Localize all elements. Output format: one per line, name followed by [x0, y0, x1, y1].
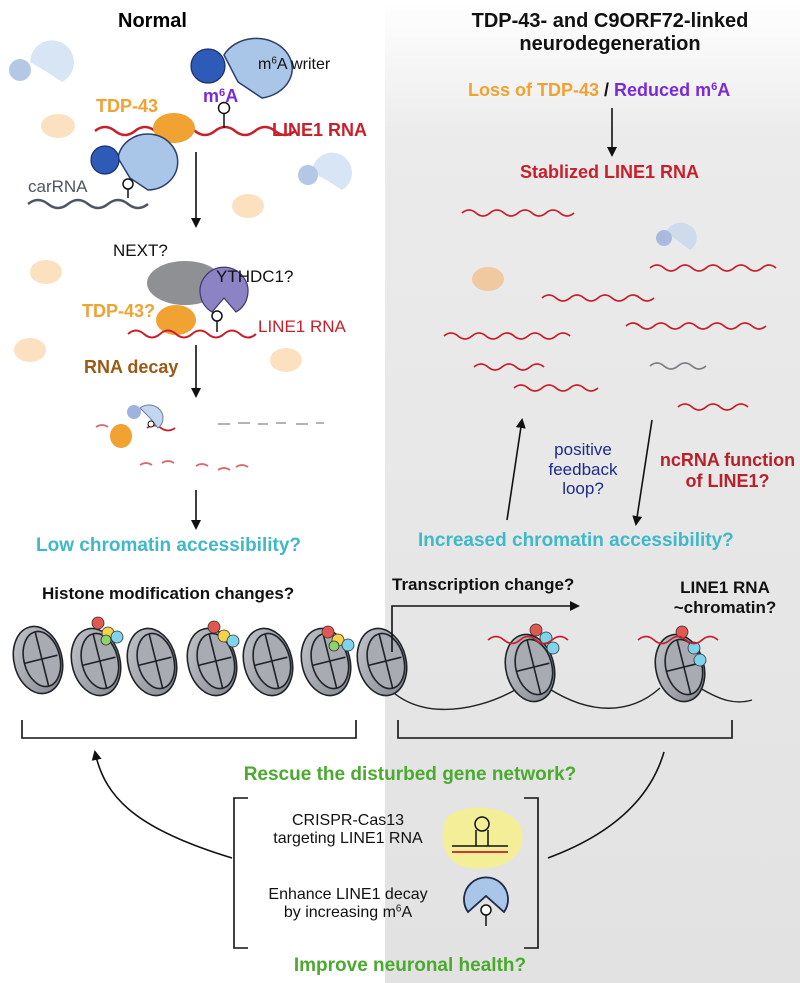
feedback-line1: positive [554, 440, 612, 459]
rna-decay-label: RNA decay [84, 357, 179, 377]
enhance-line2: by increasing m6A [246, 904, 450, 922]
disease-title-line2: neurodegeneration [519, 33, 701, 55]
crispr-cas13-icon [442, 807, 523, 869]
line1-chromatin-label: LINE1 RNA ~chromatin? [660, 578, 790, 617]
ncrna-function-label: ncRNA function of LINE1? [655, 450, 800, 491]
crispr-line1: CRISPR-Cas13 [291, 812, 405, 829]
transcription-change-label: Transcription change? [392, 575, 575, 594]
tdp43-label: TDP-43 [96, 96, 159, 116]
therapy-box-left-bracket [233, 797, 248, 949]
positive-feedback-label: positive feedback loop? [528, 440, 638, 499]
reduced-m6a-sup: 6 [711, 80, 718, 93]
rescue-label: Rescue the disturbed gene network? [243, 764, 577, 785]
line1-chromatin-line1: LINE1 RNA [680, 578, 770, 597]
histone-marks [91, 616, 707, 667]
enhance-line1: Enhance LINE1 decay [268, 886, 428, 903]
carrna-strand-right [649, 362, 707, 370]
arrow-ncrna-down [632, 419, 653, 526]
faded-writer-complex-right [298, 152, 352, 190]
line1-rna-strand-decay [127, 329, 257, 339]
m6a-writer-label: m6A writer [258, 56, 330, 74]
enhance-line2-sup: 6 [395, 903, 402, 915]
m6a-writer-prefix: m [258, 56, 272, 73]
line1-rna-strand-top [94, 125, 296, 137]
ythdc1-label: YTHDC1? [216, 267, 294, 286]
feedback-line2: feedback [548, 459, 618, 479]
curved-line-from-disease [547, 751, 665, 859]
faded-writer-complex-topleft [9, 40, 74, 82]
nucleosome [70, 627, 122, 697]
nucleosome [300, 627, 352, 697]
loss-of-tdp43: Loss of TDP-43 [468, 80, 600, 100]
right-chromatin-bracket [397, 720, 733, 739]
reduced-m6a: Reduced m6A [614, 80, 730, 100]
line1-rna-label: LINE1 RNA [272, 120, 368, 140]
enhance-line2-prefix: by increasing m [283, 904, 396, 922]
chromatin-bound-line1-rna [487, 635, 719, 645]
next-ythdc1-complex [147, 261, 249, 335]
reduced-m6a-prefix: Reduced m [614, 80, 712, 100]
tdp43-protein [153, 113, 195, 143]
slash-separator: / [599, 80, 615, 100]
enhance-line2-suffix: A [401, 904, 413, 922]
enhance-decay-label: Enhance LINE1 decay by increasing m6A [246, 886, 450, 923]
ncrna-line2: of LINE1? [685, 470, 770, 491]
transcription-arrow [391, 601, 580, 652]
arrow-feedback-up [506, 418, 526, 521]
crispr-label: CRISPR-Cas13 targeting LINE1 RNA [248, 812, 448, 849]
nucleosome [12, 625, 64, 695]
increased-accessibility-label: Increased chromatin accessibility? [418, 530, 734, 551]
ncrna-line1: ncRNA function [659, 450, 796, 470]
reduced-m6a-suffix: A [717, 80, 731, 100]
loss-reduced-label: Loss of TDP-43 / Reduced m6A [468, 80, 730, 101]
carrna-reader-complex [90, 133, 179, 198]
crispr-line2: targeting LINE1 RNA [273, 830, 423, 848]
stabilized-line1-rna-strands [443, 209, 777, 411]
nucleosome [186, 627, 238, 697]
stabilized-line1-label: Stablized LINE1 RNA [520, 162, 700, 182]
m6a-writer-suffix: A writer [276, 56, 331, 73]
therapy-box-right-bracket [524, 797, 539, 949]
nucleosome [242, 627, 294, 697]
normal-title: Normal [118, 10, 187, 32]
low-accessibility-label: Low chromatin accessibility? [36, 535, 302, 556]
m6a-mark-top [217, 101, 231, 128]
improve-health-label: Improve neuronal health? [293, 955, 527, 976]
m6a-writer-complex [190, 37, 293, 99]
nucleosome [356, 627, 408, 697]
m6a-suffix: A [225, 86, 239, 106]
faded-writer-complex-panel [656, 222, 697, 250]
m6a-prefix: m [203, 86, 220, 106]
m6a-label: m6A [203, 86, 238, 107]
carrna-strand [27, 198, 149, 210]
disease-title: TDP-43- and C9ORF72-linked neurodegenera… [420, 10, 800, 56]
carrna-label: carRNA [28, 177, 88, 196]
histone-modification-label: Histone modification changes? [42, 584, 295, 603]
degraded-rna-fragments [95, 404, 324, 471]
m6a-writer-sup: 6 [271, 55, 277, 67]
disease-title-line1: TDP-43- and C9ORF72-linked [471, 10, 749, 32]
line1-rna-label-2: LINE1 RNA [258, 317, 346, 336]
nucleosome-row [12, 625, 706, 703]
line1-chromatin-line2: ~chromatin? [673, 597, 777, 617]
tdp43-question-label: TDP-43? [82, 301, 156, 321]
m6a-reader-icon [463, 876, 509, 926]
m6a-sup: 6 [219, 86, 226, 99]
curved-arrow-to-normal [91, 750, 233, 859]
feedback-line3: loop? [562, 479, 604, 499]
next-label: NEXT? [113, 241, 168, 260]
background-protein-blobs [14, 114, 504, 372]
nucleosome [126, 627, 178, 697]
nucleosome [504, 633, 556, 703]
left-chromatin-bracket [21, 720, 357, 739]
